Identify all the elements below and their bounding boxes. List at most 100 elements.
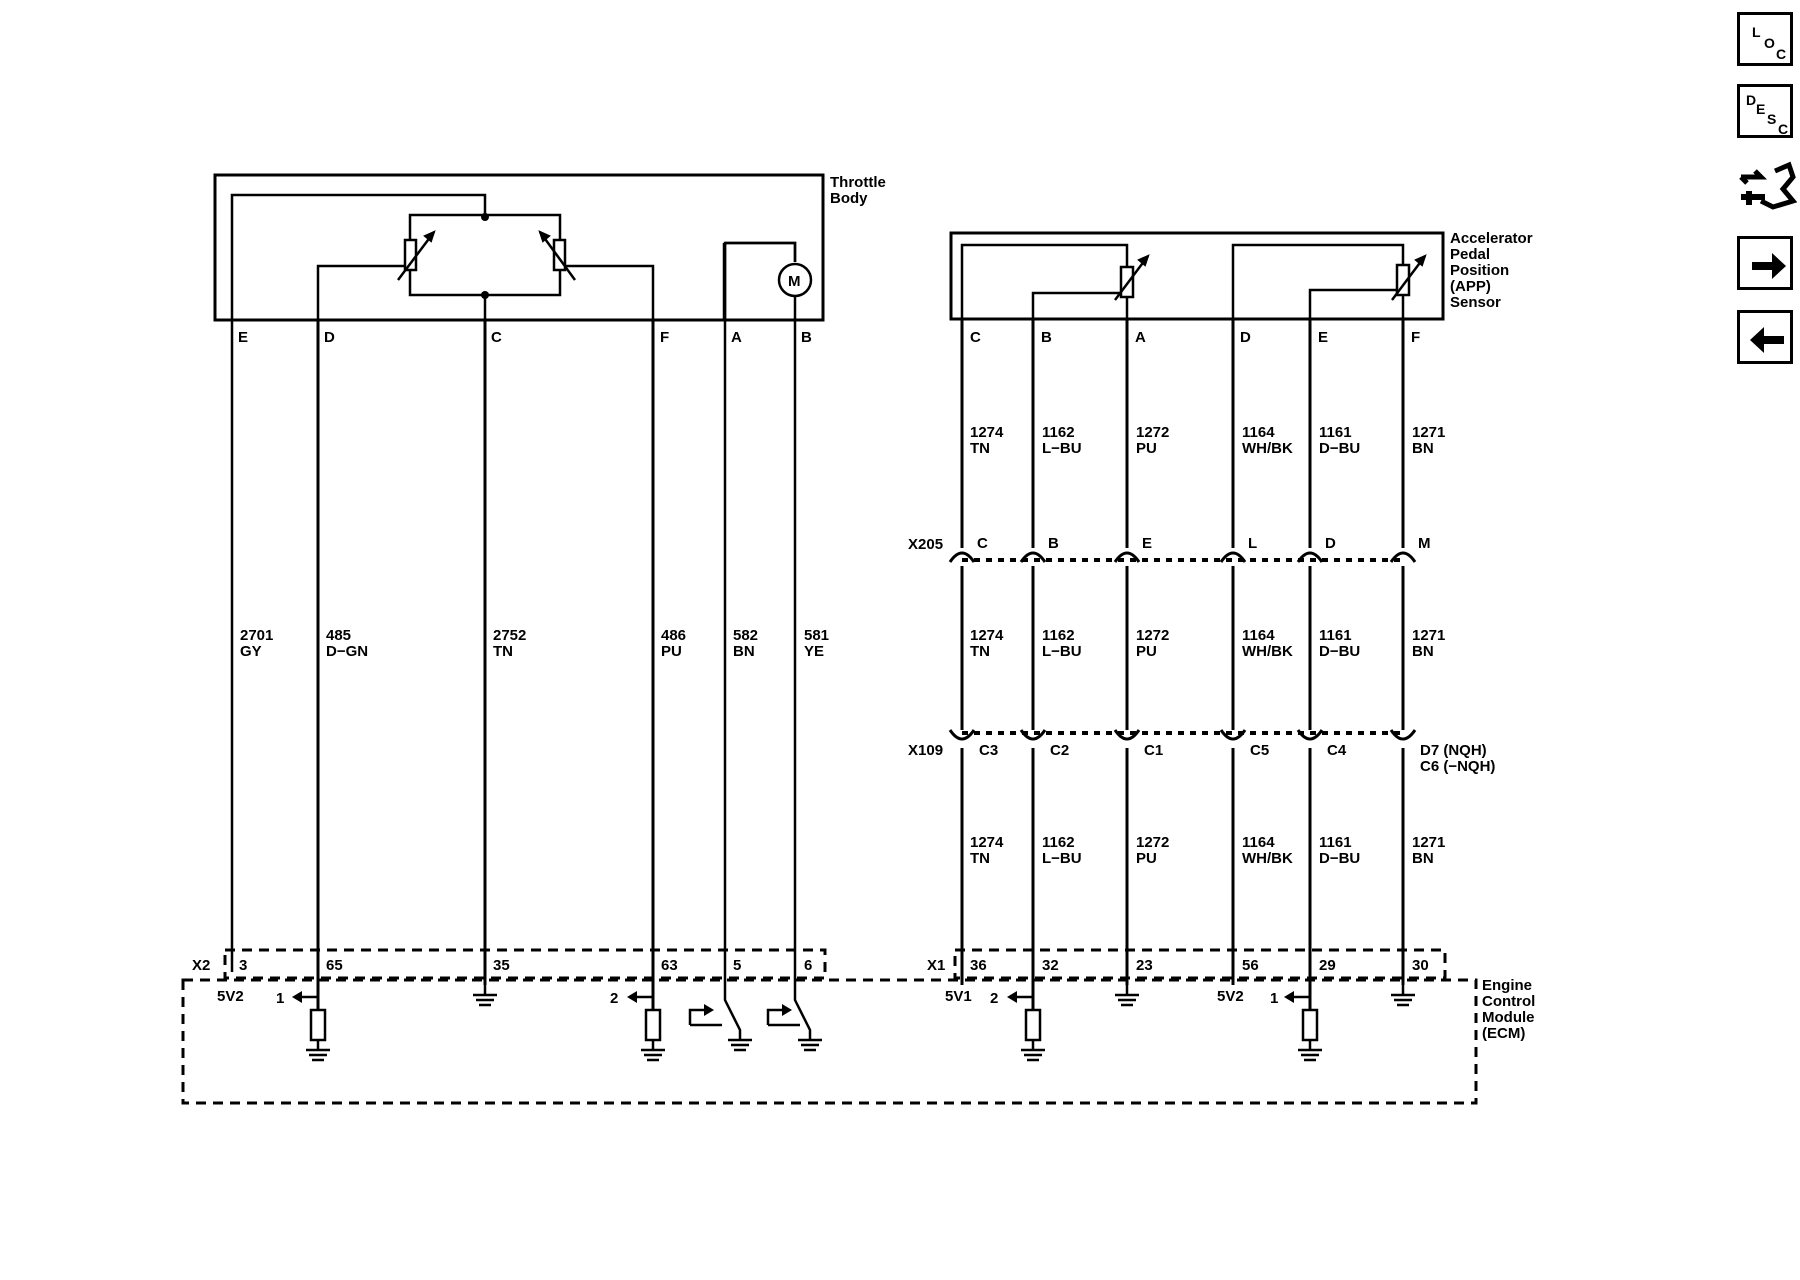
circuit-number: 486	[661, 627, 686, 644]
x205-pin: E	[1142, 535, 1152, 552]
desc-letter: S	[1767, 111, 1776, 127]
ecm-label-1: Engine	[1482, 977, 1532, 994]
connector-x205-label: X205	[908, 536, 943, 553]
app-sensor-label-3: Position	[1450, 262, 1509, 279]
ecm-module: Engine Control Module (ECM) 5V2 1 2	[181, 977, 1535, 1105]
circuit-color: PU	[661, 643, 682, 660]
loc-letter: O	[1764, 35, 1775, 51]
app-sensor-1-symbol	[1114, 254, 1150, 301]
circuit-color: L−BU	[1042, 440, 1082, 457]
desc-letter: E	[1756, 101, 1765, 117]
previous-page-button[interactable]	[1737, 310, 1793, 364]
ecm-pin: 5	[733, 957, 741, 974]
circuit-number: 582	[733, 627, 758, 644]
ecm-pin: 36	[970, 957, 987, 974]
ecm-pin: 23	[1136, 957, 1153, 974]
x205-pin: B	[1048, 535, 1059, 552]
app-circuit-labels-row2: 1274 TN 1162 L−BU 1272 PU 1164 WH/BK 116…	[970, 627, 1445, 660]
ecm-pin: 63	[661, 957, 678, 974]
app-sensor: Accelerator Pedal Position (APP) Sensor	[949, 230, 1533, 321]
circuit-number: 1272	[1136, 627, 1169, 644]
x109-pin: D7 (NQH)	[1420, 742, 1487, 759]
circuit-color: D−GN	[326, 643, 368, 660]
circuit-number: 1274	[970, 424, 1004, 441]
ecm-5v1-label: 5V1	[945, 988, 972, 1005]
ecm-label-2: Control	[1482, 993, 1535, 1010]
throttle-body-label-2: Body	[830, 190, 868, 207]
arrow-right-icon	[1752, 253, 1786, 279]
circuit-number: 1271	[1412, 424, 1445, 441]
throttle-pin: C	[491, 329, 502, 346]
throttle-pin: E	[238, 329, 248, 346]
next-page-button[interactable]	[1737, 236, 1793, 290]
circuit-color: BN	[1412, 643, 1434, 660]
app-wires	[960, 320, 1405, 985]
circuit-color: TN	[970, 643, 990, 660]
ecm-pin: 35	[493, 957, 510, 974]
x205-pin: M	[1418, 535, 1431, 552]
circuit-number: 1164	[1242, 627, 1275, 644]
app-sensor-2-symbol	[1391, 254, 1427, 301]
app-pin: D	[1240, 329, 1251, 346]
app-pin: C	[970, 329, 981, 346]
circuit-number: 1164	[1242, 424, 1275, 441]
throttle-actuator-motor-symbol: M	[777, 262, 813, 298]
throttle-pin: A	[731, 329, 742, 346]
circuit-number: 1271	[1412, 627, 1445, 644]
circuit-number: 581	[804, 627, 829, 644]
circuit-color: D−BU	[1319, 643, 1360, 660]
throttle-body-label-1: Throttle	[830, 174, 886, 191]
ecm-pin: 56	[1242, 957, 1259, 974]
circuit-color: TN	[970, 850, 990, 867]
loc-letter: C	[1776, 46, 1786, 62]
circuit-color: BN	[1412, 440, 1434, 457]
connector-x205: X205 C B E L D M	[908, 535, 1431, 563]
circuit-color: L−BU	[1042, 850, 1082, 867]
circuit-number: 485	[326, 627, 351, 644]
connector-x1-label: X1	[927, 957, 945, 974]
arrow-left-icon	[1750, 327, 1784, 353]
description-button[interactable]: D E S C	[1737, 84, 1793, 138]
ecm-pin: 3	[239, 957, 247, 974]
throttle-position-sensor-1-symbol	[397, 230, 436, 281]
app-sensor-label-4: (APP)	[1450, 278, 1491, 295]
app-pin: F	[1411, 329, 1420, 346]
connector-x109: X109 C3 C2 C1 C5 C4 D7 (NQH) C6 (−NQH)	[908, 729, 1495, 775]
circuit-number: 1274	[970, 627, 1004, 644]
circuit-number: 1272	[1136, 834, 1169, 851]
connector-x2-label: X2	[192, 957, 210, 974]
ecm-pin: 29	[1319, 957, 1336, 974]
circuit-color: GY	[240, 643, 262, 660]
throttle-wires	[230, 320, 797, 985]
circuit-color: PU	[1136, 850, 1157, 867]
circuit-color: WH/BK	[1242, 850, 1293, 867]
throttle-pin: B	[801, 329, 812, 346]
x109-pin: C1	[1144, 742, 1163, 759]
throttle-circuit-labels: 2701 GY 485 D−GN 2752 TN 486 PU 582 BN 5…	[240, 627, 829, 660]
circuit-color: PU	[1136, 440, 1157, 457]
tap-label: 2	[610, 990, 618, 1007]
throttle-pin: F	[660, 329, 669, 346]
app-pin: A	[1135, 329, 1146, 346]
throttle-position-sensor-2-symbol	[538, 230, 577, 281]
location-button[interactable]: L O C	[1737, 12, 1793, 66]
circuit-color: L−BU	[1042, 643, 1082, 660]
connector-x1: X1 36 32 23 56 29 30	[927, 948, 1447, 980]
circuit-number: 2752	[493, 627, 526, 644]
app-sensor-label-2: Pedal	[1450, 246, 1490, 263]
circuit-number: 1161	[1319, 627, 1352, 644]
desc-letter: D	[1746, 92, 1756, 108]
tap-label: 1	[1270, 990, 1278, 1007]
app-circuit-labels-row1: 1274 TN 1162 L−BU 1272 PU 1164 WH/BK 116…	[970, 424, 1445, 457]
circuit-number: 1274	[970, 834, 1004, 851]
app-sensor-label-5: Sensor	[1450, 294, 1501, 311]
throttle-pin: D	[324, 329, 335, 346]
circuit-color: WH/BK	[1242, 440, 1293, 457]
app-circuit-labels-row3: 1274 TN 1162 L−BU 1272 PU 1164 WH/BK 116…	[970, 834, 1445, 867]
app-pins: C B A D E F	[970, 329, 1420, 346]
ecm-label-3: Module	[1482, 1009, 1535, 1026]
circuit-number: 1272	[1136, 424, 1169, 441]
connector-end-view-icon[interactable]	[1735, 155, 1798, 217]
connector-x109-label: X109	[908, 742, 943, 759]
